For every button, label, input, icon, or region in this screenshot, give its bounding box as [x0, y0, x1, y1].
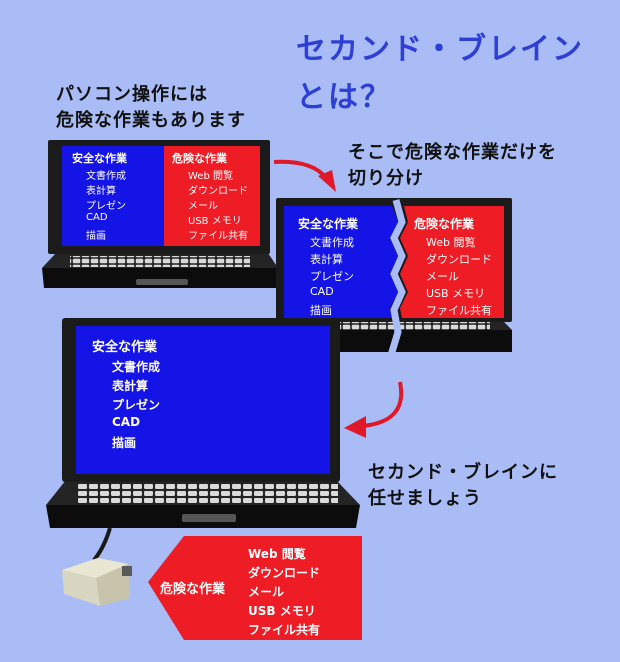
- laptop-1-risky-screen: [164, 146, 260, 246]
- laptop-1-safe-item: CAD: [86, 212, 108, 223]
- laptop-2-risky-item: ファイル共有: [426, 304, 492, 317]
- caption-risk-line-1: パソコン操作には: [56, 84, 208, 105]
- laptop-1-risky-item: USB メモリ: [188, 216, 242, 227]
- laptop-1-risky-item: ダウンロード: [188, 186, 248, 197]
- caption-risk-line-2: 危険な作業もあります: [56, 110, 246, 131]
- delegated-risky-item: ダウンロード: [248, 566, 321, 580]
- laptop-1-safe-item: プレゼン: [86, 201, 126, 212]
- laptop-2-risky-heading: 危険な作業: [414, 217, 475, 231]
- laptop-1-risky-item: Web 閲覧: [188, 171, 233, 182]
- laptop-1-safe-screen: [62, 146, 164, 246]
- laptop-3-safe-item: CAD: [112, 415, 141, 429]
- laptop-2-safe-item: CAD: [310, 285, 334, 298]
- laptop-3-safe-screen: [76, 326, 330, 474]
- laptop-2-risky-screen: [400, 206, 504, 318]
- caption-delegate-line-2: 任せましょう: [368, 488, 482, 509]
- delegated-risky-item: USB メモリ: [248, 604, 316, 618]
- title-line-2: とは？: [296, 80, 392, 115]
- title-line-1: セカンド・ブレイン: [296, 32, 584, 67]
- laptop-2-risky-item: メール: [426, 270, 459, 283]
- caption-delegate-line-1: セカンド・ブレインに: [368, 462, 558, 483]
- laptop-3-safe-item: 文書作成: [112, 360, 161, 374]
- delegated-risky-heading: 危険な作業: [160, 582, 226, 597]
- arrow-icon-1: [273, 159, 336, 192]
- delegated-risky-item: Web 閲覧: [248, 547, 306, 561]
- laptop-2-safe-heading: 安全な作業: [298, 217, 359, 231]
- laptop-1-safe-item: 文書作成: [86, 171, 126, 182]
- laptop-3-safe-heading: 安全な作業: [92, 340, 158, 355]
- laptop-1-risky-item: メール: [188, 201, 218, 212]
- laptop-3-safe-item: プレゼン: [112, 398, 161, 412]
- laptop-1-risky-item: ファイル共有: [188, 231, 248, 242]
- laptop-2-safe-item: 表計算: [310, 253, 343, 266]
- arrow-icon-2: [344, 381, 404, 438]
- caption-split-line-2: 切り分け: [348, 168, 424, 189]
- second-brain-device: [62, 527, 132, 606]
- laptop-3-safe-item: 描画: [112, 436, 137, 450]
- laptop-2-safe-screen: [284, 206, 398, 318]
- laptop-3: [46, 318, 360, 528]
- laptop-1-safe-item: 表計算: [86, 186, 116, 197]
- laptop-1-safe-item: 描画: [86, 231, 106, 242]
- delegated-risky-item: ファイル共有: [248, 623, 321, 637]
- laptop-3-safe-item: 表計算: [112, 379, 149, 393]
- caption-split-line-1: そこで危険な作業だけを: [348, 142, 557, 163]
- laptop-2-safe-item: 文書作成: [310, 236, 354, 249]
- laptop-1-safe-heading: 安全な作業: [72, 152, 127, 165]
- laptop-1-risky-heading: 危険な作業: [172, 152, 227, 165]
- laptop-2-risky-item: Web 閲覧: [426, 236, 476, 249]
- risky-tasks-arrow-panel: [148, 536, 362, 640]
- laptop-2-risky-item: ダウンロード: [426, 253, 492, 266]
- laptop-1: [42, 140, 278, 288]
- laptop-2-safe-item: プレゼン: [310, 270, 354, 283]
- laptop-2-safe-item: 描画: [310, 304, 332, 317]
- delegated-risky-item: メール: [248, 585, 285, 599]
- laptop-2-risky-item: USB メモリ: [426, 287, 486, 300]
